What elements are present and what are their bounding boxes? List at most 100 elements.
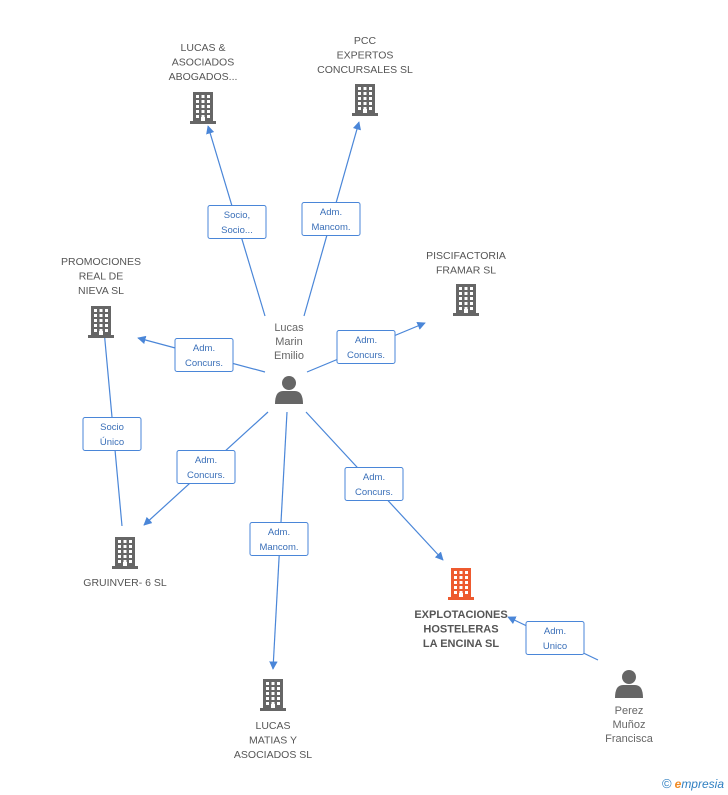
- edge-label-line: Mancom.: [259, 542, 298, 553]
- building-icon: [260, 679, 286, 711]
- node-label-line: LA ENCINA SL: [423, 638, 499, 650]
- edge-label-box[interactable]: [525, 621, 585, 655]
- edge-label-line: Socio,: [224, 210, 250, 221]
- node-pcc[interactable]: PCC EXPERTOS CONCURSALES SL: [317, 35, 413, 116]
- edge-label-line: Adm.: [355, 335, 377, 346]
- node-label-line: GRUINVER- 6 SL: [83, 577, 167, 589]
- edge-label: Adm. Concurs.: [347, 335, 385, 361]
- edge-perez-to-explotaciones[interactable]: Adm. Unico: [507, 616, 599, 661]
- node-label: PISCIFACTORIA FRAMAR SL: [426, 250, 506, 277]
- node-label-line: PCC: [354, 35, 377, 47]
- building-icon: [112, 537, 138, 569]
- edge-label-line: Concurs.: [187, 470, 225, 481]
- building-icon: [453, 284, 479, 316]
- edge-lucas-marin-to-pcc[interactable]: Adm. Mancom.: [301, 121, 361, 317]
- edge-label-box[interactable]: [207, 205, 267, 239]
- edge-label-box[interactable]: [174, 338, 234, 372]
- building-icon: [190, 92, 216, 124]
- node-label-line: LUCAS: [255, 720, 290, 732]
- edge-label-line: Único: [100, 437, 124, 448]
- edge-label: Adm. Concurs.: [355, 472, 393, 498]
- edge-label-line: Adm.: [320, 207, 342, 218]
- edge-label-line: Adm.: [363, 472, 385, 483]
- node-label-line: ASOCIADOS SL: [234, 749, 312, 761]
- edge-lucas-marin-to-lucas-asociados[interactable]: Socio, Socio...: [206, 125, 267, 317]
- node-label: LUCAS & ASOCIADOS ABOGADOS...: [169, 42, 238, 83]
- edge-lucas-marin-to-lucas-matias[interactable]: Adm. Mancom.: [249, 411, 309, 670]
- node-lucas-asociados[interactable]: LUCAS & ASOCIADOS ABOGADOS...: [169, 42, 238, 124]
- node-label-line: CONCURSALES SL: [317, 64, 413, 76]
- edge-label-box[interactable]: [82, 417, 142, 451]
- node-label: GRUINVER- 6 SL: [83, 577, 167, 589]
- edge-label: Adm. Concurs.: [187, 455, 225, 481]
- node-label-line: Perez: [615, 705, 644, 717]
- edge-label-line: Concurs.: [355, 487, 393, 498]
- node-label-line: PISCIFACTORIA: [426, 250, 506, 262]
- node-label-line: ASOCIADOS: [172, 57, 234, 69]
- node-explotaciones[interactable]: EXPLOTACIONES HOSTELERAS LA ENCINA SL: [414, 568, 508, 650]
- person-icon: [615, 670, 643, 698]
- person-icon: [275, 376, 303, 404]
- node-label-line: REAL DE: [79, 271, 124, 283]
- node-label-line: HOSTELERAS: [423, 624, 498, 636]
- edge-label-line: Adm.: [544, 626, 566, 637]
- node-label-line: Muñoz: [612, 719, 645, 731]
- building-icon: [448, 568, 474, 600]
- brand-initial: e: [674, 777, 682, 791]
- node-label-line: LUCAS &: [181, 42, 226, 54]
- empresia-watermark[interactable]: ©empresia: [662, 776, 724, 791]
- nodes-layer: LUCAS & ASOCIADOS ABOGADOS... PCC EXPERTOS CO…: [61, 35, 654, 761]
- node-label-line: ABOGADOS...: [169, 71, 238, 83]
- node-label-line: Francisca: [605, 733, 654, 745]
- node-gruinver[interactable]: GRUINVER- 6 SL: [83, 537, 167, 589]
- edge-label-box[interactable]: [249, 522, 309, 556]
- node-label-line: NIEVA SL: [78, 285, 124, 297]
- edge-label-line: Concurs.: [347, 350, 385, 361]
- node-label-line: EXPERTOS: [337, 50, 394, 62]
- node-label-line: PROMOCIONES: [61, 256, 141, 268]
- edge-label-line: Unico: [543, 641, 567, 652]
- node-label-line: FRAMAR SL: [436, 265, 496, 277]
- node-label: PCC EXPERTOS CONCURSALES SL: [317, 35, 413, 76]
- edge-label-line: Socio...: [221, 225, 253, 236]
- edge-label: Adm. Unico: [543, 626, 567, 652]
- brand-name: mpresia: [681, 777, 724, 791]
- edge-lucas-marin-to-explotaciones[interactable]: Adm. Concurs.: [305, 411, 444, 561]
- copyright-symbol: ©: [662, 776, 672, 791]
- node-label-line: EXPLOTACIONES: [414, 609, 507, 621]
- edge-label-box[interactable]: [301, 202, 361, 236]
- edge-label-box[interactable]: [344, 467, 404, 501]
- node-label: PROMOCIONES REAL DE NIEVA SL: [61, 256, 141, 297]
- edge-label: Socio, Socio...: [221, 210, 253, 236]
- node-piscifactoria[interactable]: PISCIFACTORIA FRAMAR SL: [426, 250, 506, 316]
- edge-lucas-marin-to-piscifactoria[interactable]: Adm. Concurs.: [306, 322, 426, 373]
- edge-label-line: Adm.: [193, 343, 215, 354]
- node-promociones[interactable]: PROMOCIONES REAL DE NIEVA SL: [61, 256, 141, 338]
- edge-label-line: Mancom.: [311, 222, 350, 233]
- edge-label: Adm. Concurs.: [185, 343, 223, 369]
- edge-label-line: Socio: [100, 422, 124, 433]
- node-label: EXPLOTACIONES HOSTELERAS LA ENCINA SL: [414, 609, 507, 650]
- edge-label-box[interactable]: [176, 450, 236, 484]
- edge-label: Adm. Mancom.: [259, 527, 298, 553]
- edge-label-line: Adm.: [195, 455, 217, 466]
- edge-label: Adm. Mancom.: [311, 207, 350, 233]
- edge-lucas-marin-to-promociones[interactable]: Adm. Concurs.: [137, 335, 266, 373]
- edge-label-line: Adm.: [268, 527, 290, 538]
- building-icon: [352, 84, 378, 116]
- node-label-line: Marin: [275, 336, 303, 348]
- edges-layer: Socio,Socio...Adm.Mancom.Adm.Concurs.Adm…: [82, 121, 599, 670]
- edge-label-box[interactable]: [336, 330, 396, 364]
- edge-label-line: Concurs.: [185, 358, 223, 369]
- building-icon: [88, 306, 114, 338]
- edge-lucas-marin-to-gruinver[interactable]: Adm. Concurs.: [143, 411, 269, 526]
